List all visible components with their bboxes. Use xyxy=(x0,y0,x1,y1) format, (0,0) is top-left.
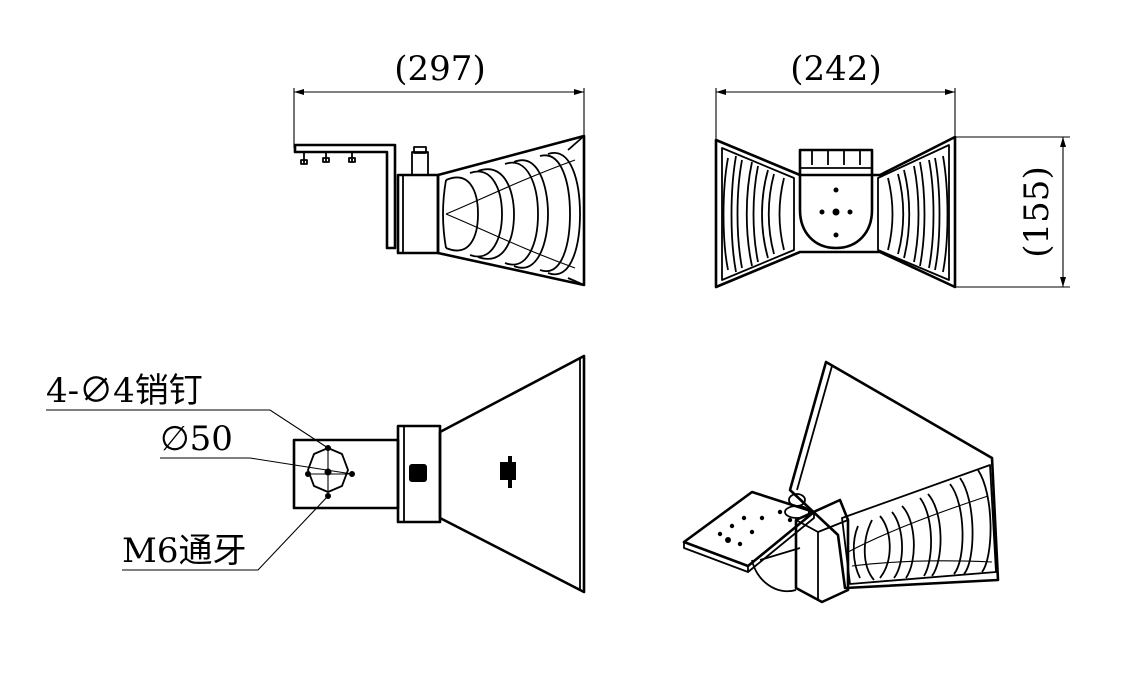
height-dimension-155: (155) xyxy=(955,136,1070,288)
callout-thread: M6通牙 xyxy=(122,531,246,571)
front-view: (242) (155) xyxy=(714,49,1070,289)
callout-pins: 4-∅4销钉 xyxy=(46,371,203,411)
leader-lines xyxy=(46,409,353,571)
horn-front-left xyxy=(721,147,795,281)
width-dimension-label: (297) xyxy=(394,49,485,89)
callout-diameter: ∅50 xyxy=(160,419,233,459)
width-dimension-297: (297) xyxy=(293,49,585,148)
height-dimension-label: (155) xyxy=(1017,166,1057,257)
center-plate-front xyxy=(798,148,874,250)
isometric-view xyxy=(682,360,1000,604)
horn-front-right xyxy=(877,144,950,281)
mounting-bracket-side xyxy=(293,143,397,250)
flange-pattern xyxy=(305,445,355,499)
width-dimension-242: (242) xyxy=(715,49,956,140)
width-dimension-label-front: (242) xyxy=(790,49,881,89)
horn-side xyxy=(436,134,586,287)
top-view: 4-∅4销钉 ∅50 M6通牙 xyxy=(46,354,586,594)
adapter-block-side xyxy=(396,146,440,255)
side-view: (297) xyxy=(293,49,586,287)
